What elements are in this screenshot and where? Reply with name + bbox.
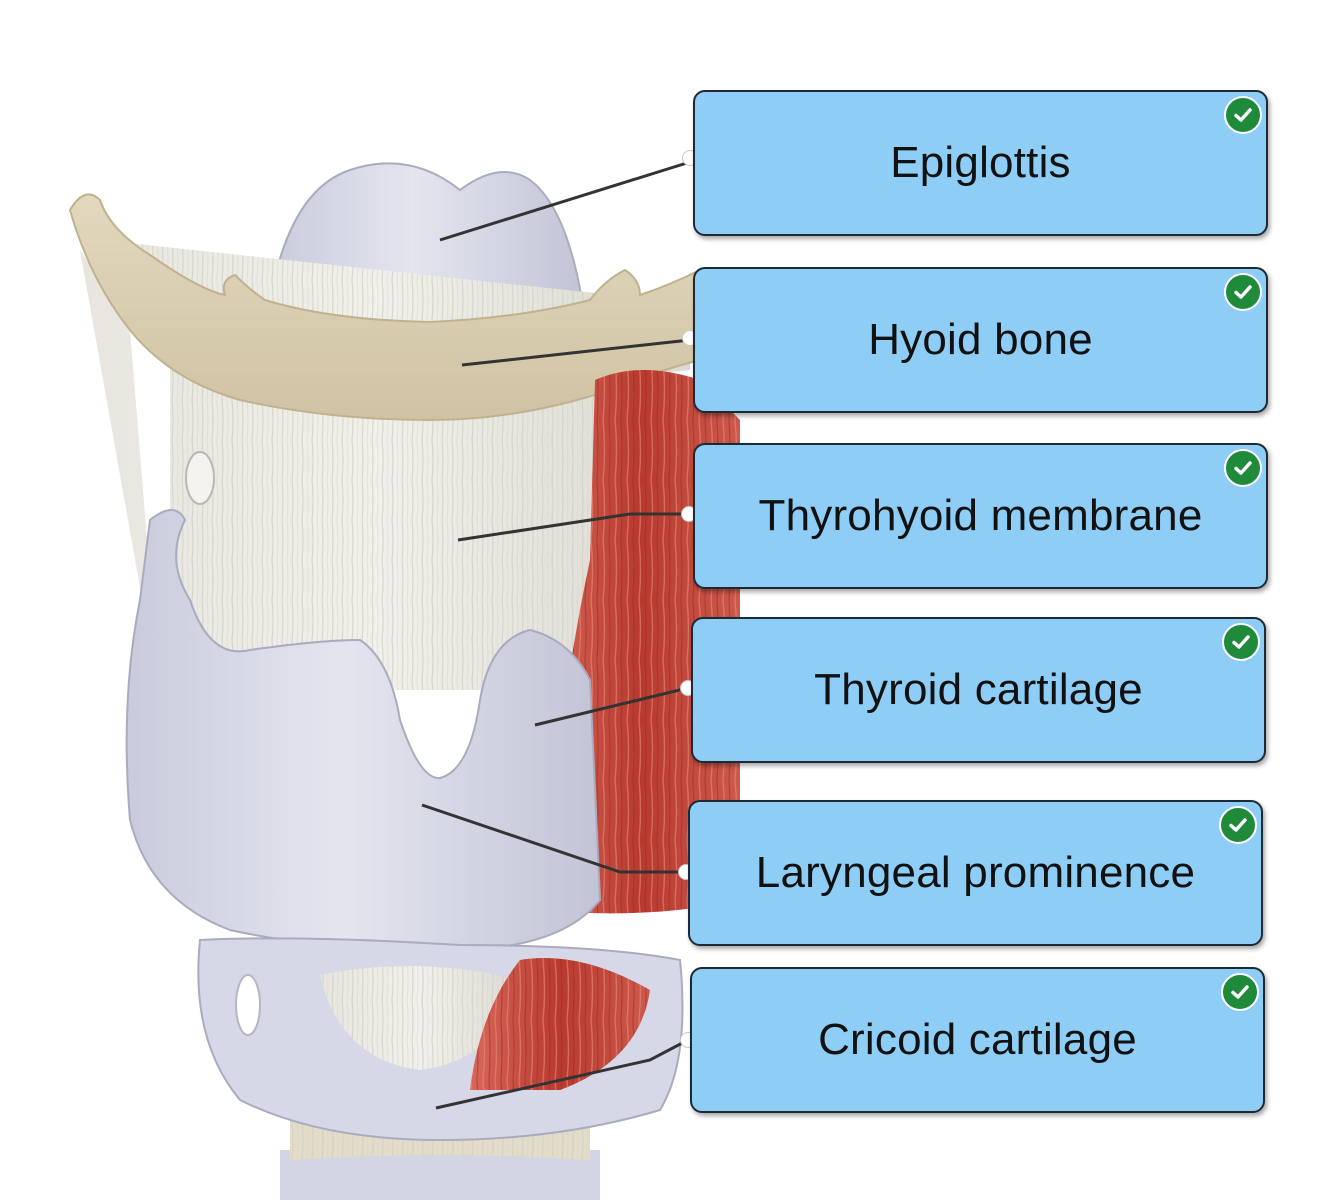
hyoid-shape bbox=[68, 193, 701, 422]
check-circle-icon bbox=[1224, 273, 1262, 311]
label-cricoid-cartilage[interactable]: Cricoid cartilage bbox=[690, 967, 1265, 1113]
label-text: Epiglottis bbox=[890, 138, 1071, 187]
check-circle-icon bbox=[1224, 449, 1262, 487]
label-hyoid-bone[interactable]: Hyoid bone bbox=[693, 267, 1268, 413]
label-text: Cricoid cartilage bbox=[818, 1015, 1137, 1064]
check-circle-icon bbox=[1222, 623, 1260, 661]
leader-lines bbox=[421, 160, 691, 1110]
trachea bbox=[280, 1150, 600, 1200]
label-thyroid-cartilage[interactable]: Thyroid cartilage bbox=[691, 617, 1266, 763]
check-circle-icon bbox=[1224, 96, 1262, 134]
leader-line-thyrohyoid-membrane bbox=[457, 512, 688, 542]
leader-line-thyroid-cartilage bbox=[534, 686, 689, 727]
label-text: Hyoid bone bbox=[868, 315, 1093, 364]
check-circle-icon bbox=[1219, 806, 1257, 844]
leader-line-cricoid-cartilage bbox=[435, 1038, 689, 1110]
label-text: Laryngeal prominence bbox=[755, 848, 1196, 897]
label-thyrohyoid-membrane[interactable]: Thyrohyoid membrane bbox=[693, 443, 1268, 589]
leader-line-hyoid-bone bbox=[461, 338, 691, 367]
check-circle-icon bbox=[1221, 973, 1259, 1011]
leader-line-laryngeal-prominence bbox=[421, 803, 685, 874]
label-text: Thyroid cartilage bbox=[814, 665, 1143, 714]
label-text: Thyrohyoid membrane bbox=[758, 491, 1203, 540]
leader-line-epiglottis bbox=[439, 160, 691, 242]
label-epiglottis[interactable]: Epiglottis bbox=[693, 90, 1268, 236]
thyroid-cartilage-shape bbox=[125, 509, 602, 952]
label-laryngeal-prominence[interactable]: Laryngeal prominence bbox=[688, 800, 1263, 946]
